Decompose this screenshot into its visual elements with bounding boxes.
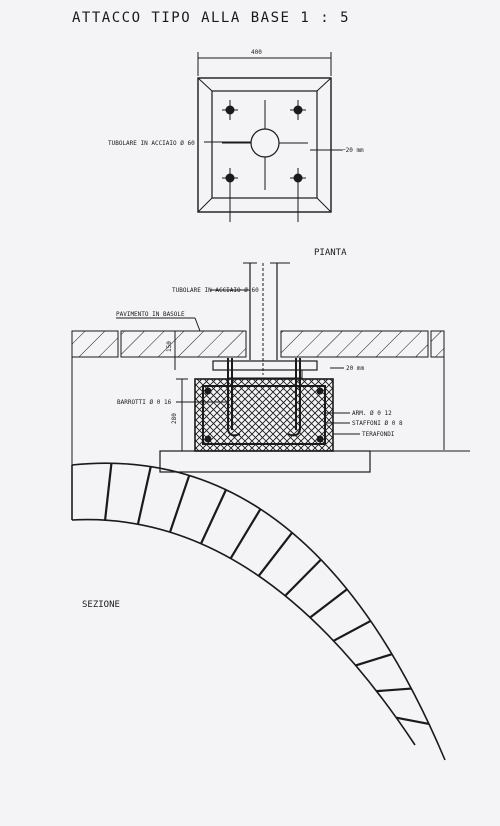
section-sub-plate [227,369,303,379]
foundation-block [194,378,334,452]
arch-voussoirs [103,463,430,725]
floor-slab-3 [280,330,429,358]
rebar-dot-bl [204,435,212,443]
arch-joint [136,466,152,525]
plan-inner-plate [211,90,318,199]
plate-thickness-label: 20 mm [346,365,364,372]
plan-outer-plate [197,77,332,213]
plan-bolt-tr [290,100,306,120]
plan-bevel-bl [197,197,213,213]
plan-bolt-br [290,168,306,222]
arch-joint [200,489,227,545]
plan-bolt-tl [222,100,238,120]
fill-label: TERAFONDI [362,431,395,438]
arch-joint [168,475,191,533]
plan-bolt-bl [222,168,238,222]
reinforcement-cage [202,385,326,445]
rebar-dot-br [316,435,324,443]
arch-joint [229,508,262,559]
arch-joint [376,687,412,693]
arch-inner-edge [71,518,416,746]
height-dimension-label: 280 [171,413,178,424]
arch-joint [257,531,293,577]
rebar-dot-tl [204,387,212,395]
floor-leader-tip [194,317,201,332]
arm-label: ARM. Ø 0 12 [352,410,392,417]
stirrup-label: STAFFONI Ø 0 8 [352,420,403,427]
plan-tube-label: TUBOLARE IN ACCIAIO Ø 60 [108,140,195,147]
arch-joint [284,558,322,597]
plan-view-label: PIANTA [314,248,347,258]
floor-dimension-label: 150 [166,341,173,352]
floor-slab-1 [71,330,119,358]
section-tube-label: TUBOLARE IN ACCIAIO Ø 60 [172,287,259,294]
plan-tube-circle [250,128,280,158]
floor-slab-2 [120,330,247,358]
arch-outer-edge [71,462,446,761]
rebar-dot-tr [316,387,324,395]
floor-label: PAVIMENTO IN BASOLE [116,311,185,318]
plan-bevel-br [316,197,332,213]
arch-joint [396,716,430,725]
floor-slab-4 [430,330,445,358]
plan-dimension-label: 400 [251,49,262,56]
section-view [71,262,470,761]
arch-joint [333,619,372,642]
arch-joint [355,653,393,667]
arch-joint [309,588,348,619]
plan-bevel-tr [316,77,332,92]
section-view-label: SEZIONE [82,600,120,610]
anchor-bar-right [287,358,301,437]
plan-plate-label: ⌐20 mm [342,147,364,154]
anchor-bar-left [227,358,241,437]
ground-slab [159,450,371,473]
plan-view [197,52,342,222]
drawing-title: ATTACCO TIPO ALLA BASE 1 : 5 [72,10,350,26]
arch-joint [103,463,113,521]
plan-bevel-tl [197,77,213,92]
bars-label: BARROTTI Ø 0 16 [117,399,172,406]
